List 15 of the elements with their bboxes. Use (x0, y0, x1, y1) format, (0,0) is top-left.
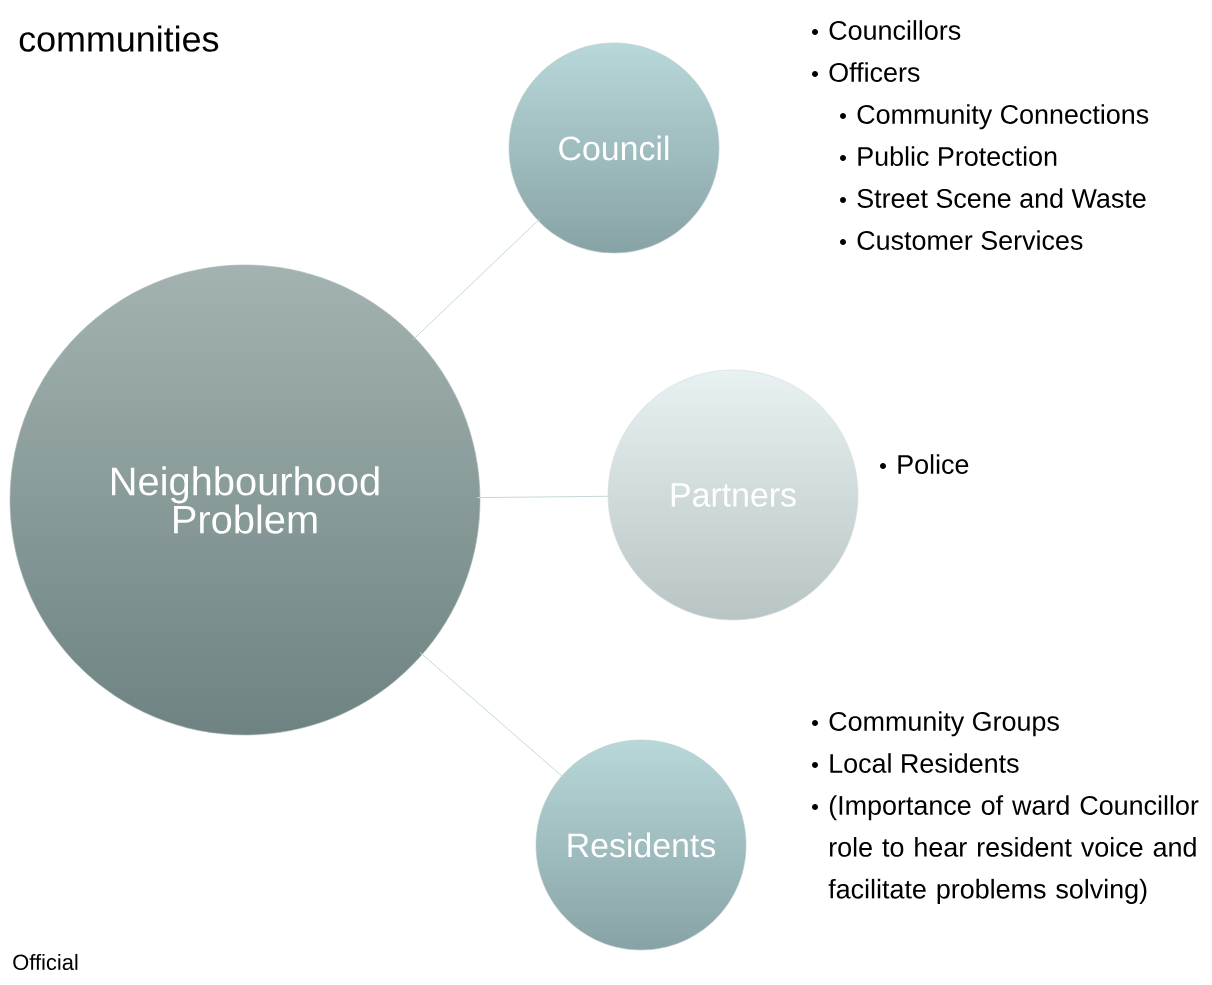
bullet-item: Community Connections (840, 104, 1149, 130)
bullet-item: Police (880, 454, 969, 474)
title: communities (19, 25, 219, 52)
bullet-item: Councillors (812, 20, 961, 40)
bullet-item: Officers (812, 62, 920, 82)
bullet-item: Community Groups (812, 711, 1059, 737)
connector-line (412, 218, 541, 341)
connector-line (476, 495, 612, 499)
footer-text: Official (13, 953, 78, 971)
bullet-item: (Importance of ward Councillor role to hear resident voice and facilitate problems solving) (812, 795, 1199, 904)
bullet-item: Public Protection (840, 146, 1057, 166)
bullet-item: Local Residents (812, 753, 1019, 773)
bullet-item: Street Scene and Waste (840, 188, 1146, 208)
bullet-item: Customer Services (840, 230, 1083, 250)
connector-line (419, 652, 565, 779)
